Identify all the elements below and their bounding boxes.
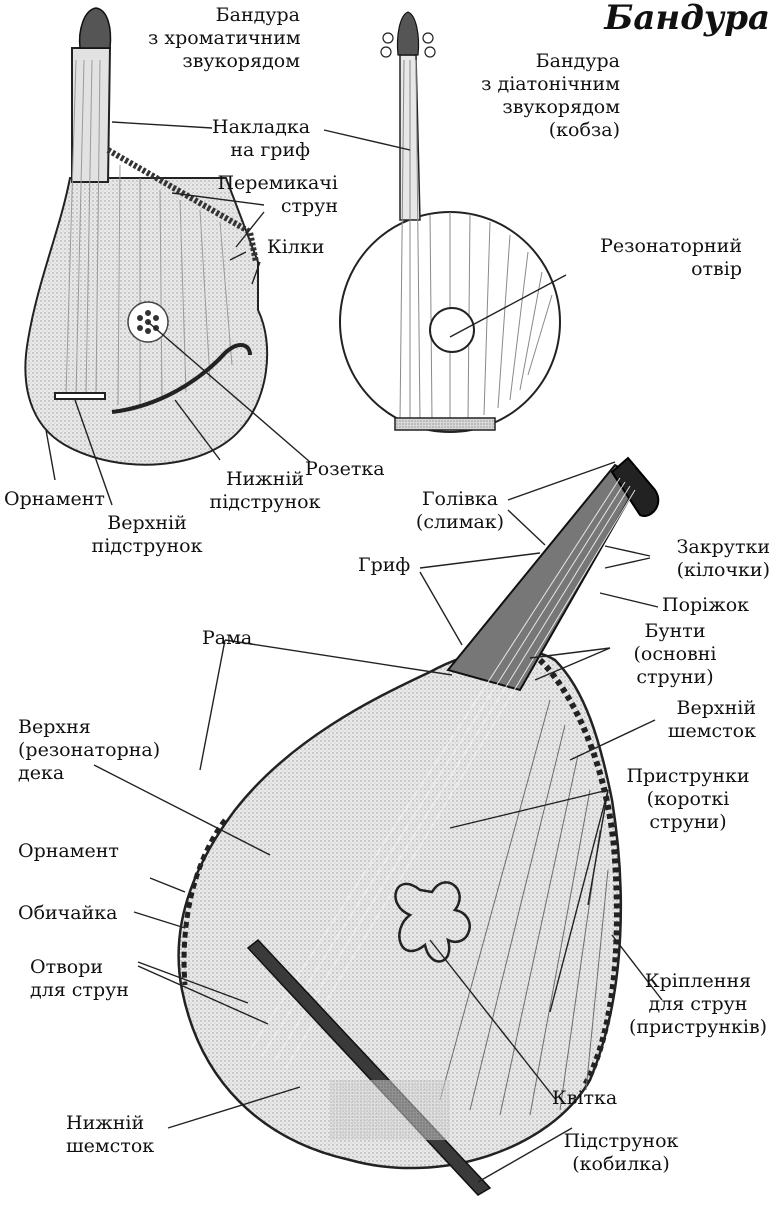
label-fret-overlay: Накладка на гриф [212, 116, 310, 162]
label-upper-bridge-top: Верхній підструнок [82, 512, 212, 558]
label-upper-shemstok: Верхній шемсток [640, 697, 756, 743]
label-neck: Гриф [358, 554, 410, 577]
label-ornament-top: Орнамент [4, 488, 105, 511]
chromatic-upper-bridge [55, 393, 105, 399]
label-tuning-pegs: Закрутки (кілочки) [650, 536, 770, 582]
label-pegs-top: Кілки [267, 236, 324, 259]
label-top-soundboard: Верхня (резонаторна) дека [18, 716, 160, 785]
chromatic-bandura-caption: Бандура з хроматичним звукорядом [148, 4, 300, 73]
chromatic-caption-text: Бандура з хроматичним звукорядом [148, 4, 300, 73]
label-lower-bridge-top: Нижній підструнок [200, 468, 330, 514]
large-bandura-drawing [179, 458, 659, 1195]
kobza-sound-hole [430, 308, 474, 352]
label-head: Голівка (слимак) [406, 488, 514, 534]
label-bass-strings: Бунти (основні струни) [610, 620, 740, 689]
label-sound-hole: Резонаторний отвір [562, 235, 742, 281]
label-flower: Квітка [552, 1087, 617, 1110]
kobza-caption: Бандура з діатонічним звукорядом (кобза) [422, 50, 620, 142]
large-lower-shemstok [330, 1080, 450, 1140]
label-nut: Поріжок [662, 594, 749, 617]
page-title: Бандура [604, 0, 770, 38]
label-side: Обичайка [18, 902, 117, 925]
label-ornament-bottom: Орнамент [18, 840, 119, 863]
label-bridge: Підструнок (кобилка) [555, 1130, 687, 1176]
label-string-fastening: Кріплення для струн (приструнків) [620, 970, 776, 1039]
kobza-caption-text: Бандура з діатонічним звукорядом (кобза) [422, 50, 620, 142]
label-string-holes: Отвори для струн [30, 956, 129, 1002]
kobza-bridge [395, 418, 495, 430]
chromatic-bandura-drawing [25, 8, 267, 465]
label-lower-shemstok: Нижній шемсток [66, 1112, 154, 1158]
chromatic-head [80, 8, 111, 48]
label-frame: Рама [202, 627, 252, 650]
label-treble-strings: Приструнки (короткі струни) [610, 765, 766, 834]
kobza-head [397, 12, 418, 55]
label-string-switches: Перемикачі струн [210, 172, 338, 218]
